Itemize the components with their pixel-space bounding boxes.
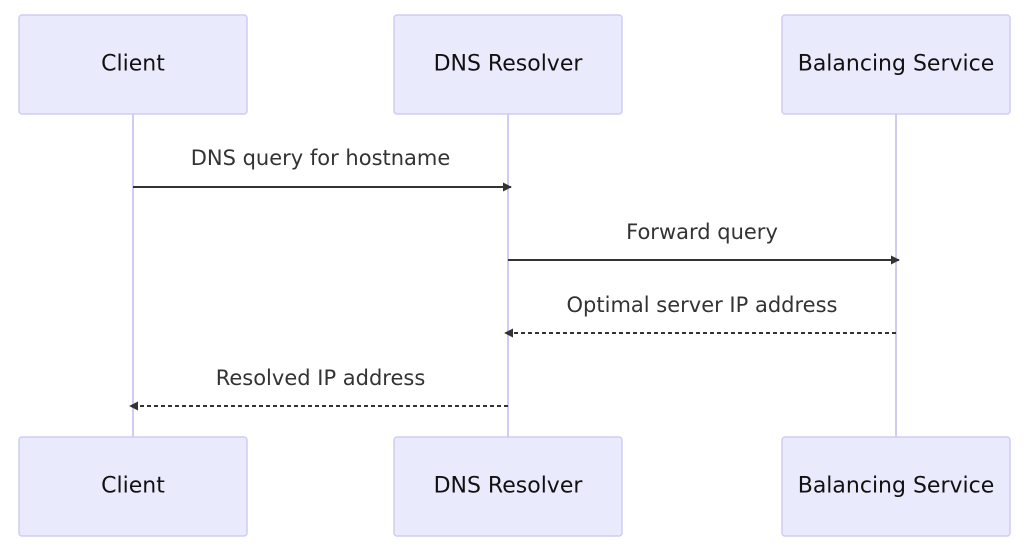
actor-balancing-service-bottom: Balancing Service <box>781 436 1011 537</box>
actor-box <box>18 436 248 537</box>
actor-balancing-service-top: Balancing Service <box>781 14 1011 115</box>
lifelines <box>132 114 897 437</box>
actor-box <box>393 436 623 537</box>
actor-label: DNS Resolver <box>434 52 584 77</box>
message-label: Resolved IP address <box>216 366 426 390</box>
actor-box <box>393 14 623 115</box>
message-1: DNS query for hostname <box>133 146 512 192</box>
actor-client-top: Client <box>18 14 248 115</box>
message-4: Resolved IP address <box>129 366 508 411</box>
actor-dns-resolver-bottom: DNS Resolver <box>393 436 623 537</box>
message-label: DNS query for hostname <box>191 146 451 170</box>
message-label: Forward query <box>626 220 778 244</box>
actor-client-bottom: Client <box>18 436 248 537</box>
actor-box <box>781 436 1011 537</box>
actor-dns-resolver-top: DNS Resolver <box>393 14 623 115</box>
actor-label: Balancing Service <box>798 52 995 77</box>
actor-label: Client <box>101 474 165 499</box>
message-label: Optimal server IP address <box>567 293 838 317</box>
actor-label: Balancing Service <box>798 474 995 499</box>
actor-box <box>781 14 1011 115</box>
actor-box <box>18 14 248 115</box>
actor-label: Client <box>101 52 165 77</box>
actor-label: DNS Resolver <box>434 474 584 499</box>
message-3: Optimal server IP address <box>504 293 896 338</box>
message-2: Forward query <box>508 220 900 265</box>
